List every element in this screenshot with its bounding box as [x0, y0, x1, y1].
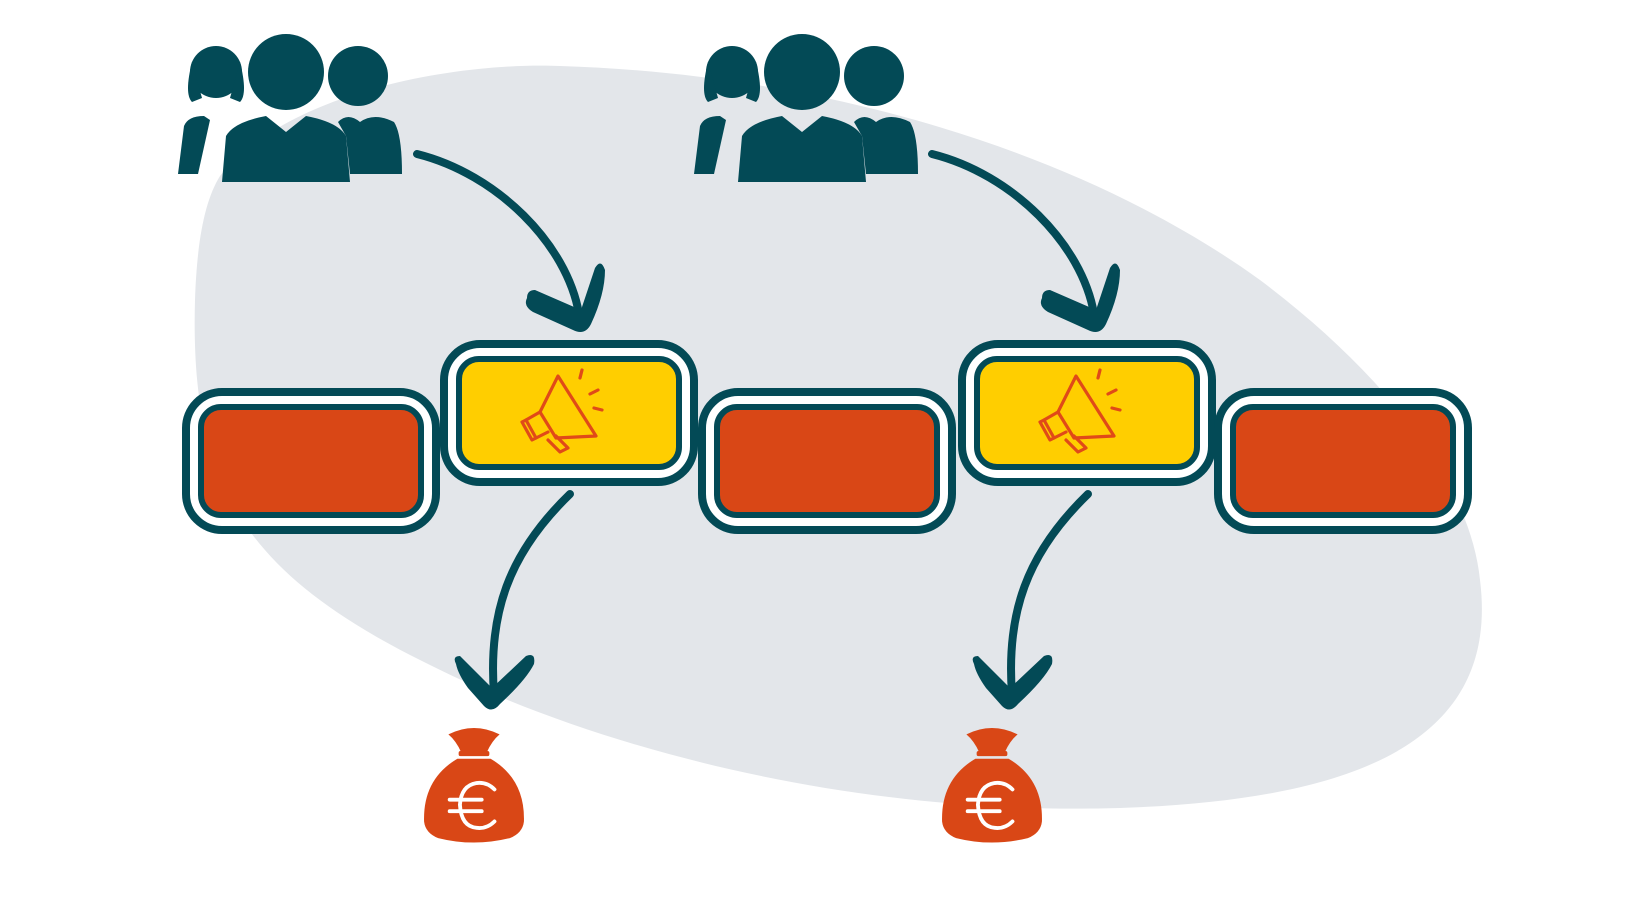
- ad-slot-1: [440, 340, 698, 486]
- content-slot-1: [182, 388, 440, 534]
- ad-slot-2: [958, 340, 1216, 486]
- content-slot-2: [698, 388, 956, 534]
- money-bag-euro-icon: [422, 726, 526, 845]
- content-slot-3: [1214, 388, 1472, 534]
